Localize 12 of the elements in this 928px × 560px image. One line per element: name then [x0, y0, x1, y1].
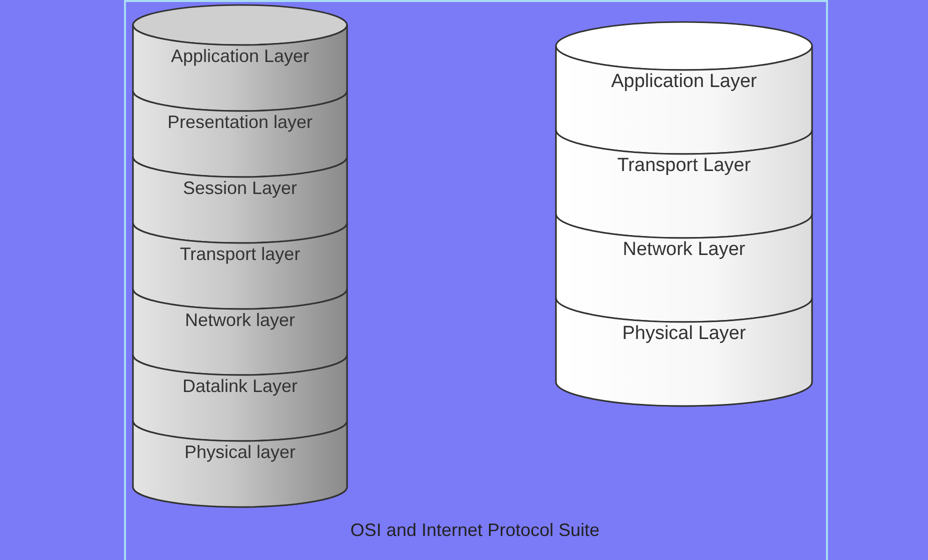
layer-label: Physical layer — [183, 442, 297, 463]
layer-label: Session Layer — [182, 178, 298, 199]
layer-label: Application Layer — [170, 46, 310, 67]
layer-label: Datalink Layer — [181, 376, 299, 397]
layer-label: Network Layer — [622, 238, 746, 260]
layer-label: Physical Layer — [621, 322, 747, 344]
layer-label: Application Layer — [610, 70, 758, 92]
caption: OSI and Internet Protocol Suite — [349, 520, 601, 541]
layer-label: Transport Layer — [616, 154, 752, 176]
layer-label: Presentation layer — [166, 112, 314, 133]
layer-label: Network layer — [184, 310, 296, 331]
layer-label: Transport layer — [178, 244, 302, 265]
